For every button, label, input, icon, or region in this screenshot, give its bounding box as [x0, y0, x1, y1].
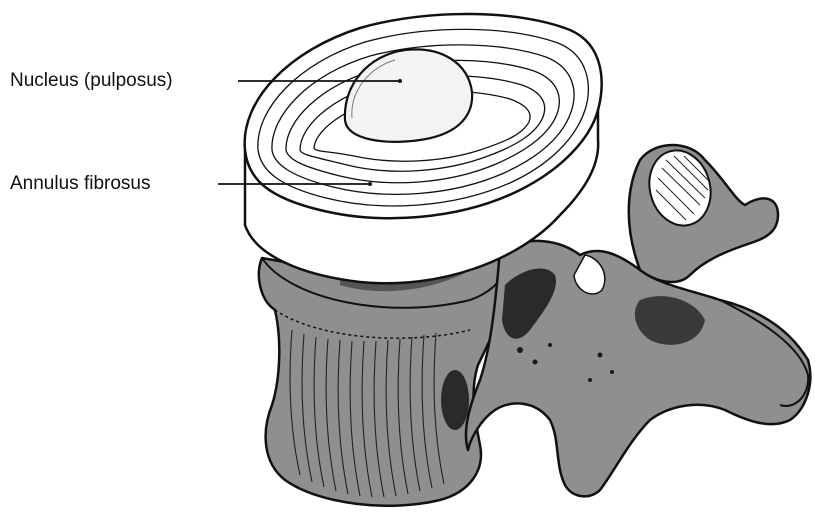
vertebral-foramen-shadow — [441, 370, 469, 430]
annulus-label: Annulus fibrosus — [10, 174, 150, 193]
annulus-leader-dot — [368, 182, 372, 186]
nucleus-label: Nucleus (pulposus) — [10, 71, 173, 90]
nucleus-leader-dot — [398, 79, 402, 83]
